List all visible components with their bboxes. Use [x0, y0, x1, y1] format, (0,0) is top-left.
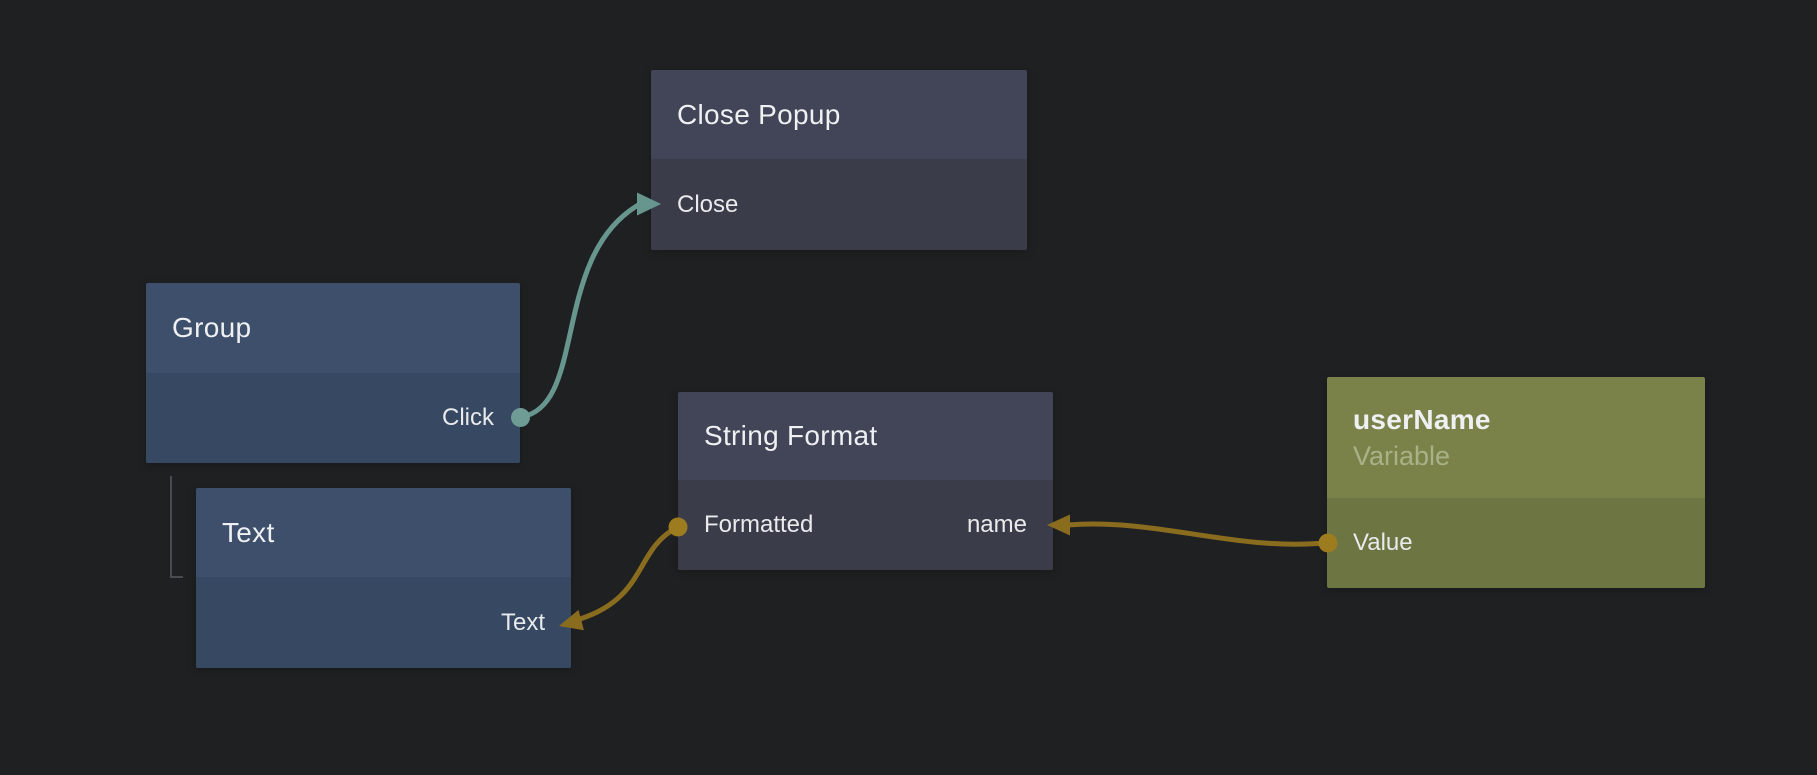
- node-group-header: Group: [146, 283, 520, 373]
- connection-formatted-to-text[interactable]: [577, 524, 681, 622]
- node-title: String Format: [704, 420, 878, 451]
- port-dot-formatted-output[interactable]: [668, 517, 688, 537]
- node-text[interactable]: Text Text: [196, 488, 571, 668]
- port-name-input[interactable]: name: [966, 511, 1027, 538]
- connection-click-to-close[interactable]: [518, 201, 643, 420]
- node-close-popup-header: Close Popup: [651, 70, 1027, 159]
- port-text-input[interactable]: Text: [500, 608, 545, 636]
- port-arrow-name-input[interactable]: [1047, 514, 1070, 536]
- node-title: Close Popup: [677, 98, 841, 130]
- node-string-format-header: String Format: [678, 392, 1053, 480]
- node-username-header: userName Variable: [1327, 377, 1705, 498]
- node-string-format[interactable]: String Format Formatted name: [678, 392, 1053, 570]
- port-arrow-text-input[interactable]: [556, 609, 584, 636]
- port-dot-value-output[interactable]: [1318, 533, 1338, 553]
- node-group-ports: Click: [146, 373, 520, 463]
- node-subtitle: Variable: [1353, 440, 1451, 471]
- node-text-header: Text: [196, 488, 571, 577]
- node-close-popup[interactable]: Close Popup Close: [651, 70, 1027, 250]
- connection-value-to-name[interactable]: [1065, 521, 1327, 547]
- node-title: userName: [1353, 403, 1491, 435]
- node-username-ports: Value: [1327, 498, 1705, 588]
- node-text-ports: Text: [196, 577, 571, 668]
- node-title: Text: [222, 516, 275, 548]
- port-dot-click-output[interactable]: [511, 408, 530, 427]
- port-formatted-output[interactable]: Formatted: [704, 511, 814, 538]
- port-click-output[interactable]: Click: [442, 404, 494, 431]
- port-arrow-close-input[interactable]: [637, 192, 661, 216]
- port-close-input[interactable]: Close: [677, 190, 739, 218]
- parent-child-indicator-line: [170, 476, 183, 578]
- node-string-format-ports: Formatted name: [678, 480, 1053, 570]
- port-value-output[interactable]: Value: [1353, 529, 1413, 556]
- node-title: Group: [172, 312, 252, 343]
- node-username-variable[interactable]: userName Variable Value: [1327, 377, 1705, 588]
- node-close-popup-ports: Close: [651, 159, 1027, 250]
- node-group[interactable]: Group Click: [146, 283, 520, 463]
